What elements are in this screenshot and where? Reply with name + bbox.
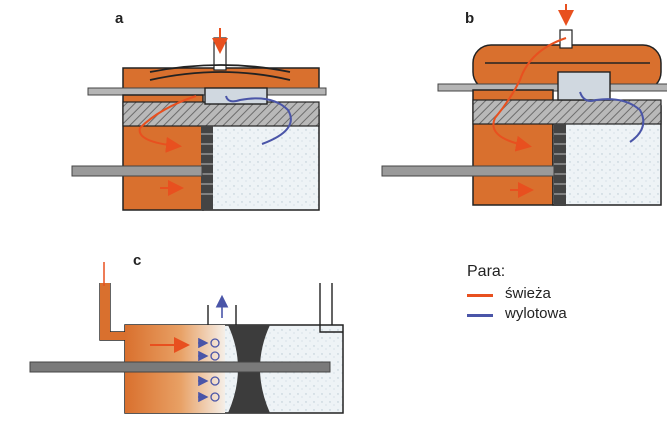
slide-valve-a (204, 87, 268, 105)
piston-rings-a (201, 133, 213, 195)
membrane-line-1-a (149, 64, 291, 73)
piston-rings-b (554, 133, 566, 195)
panel-label-b: b (465, 10, 475, 27)
right-pipe-c (319, 283, 343, 333)
piston-rod-a (71, 165, 203, 177)
cylinder-right-a (202, 109, 320, 211)
legend-label-fresh: świeża (505, 285, 551, 302)
legend-title: Para: (467, 263, 506, 280)
diagram-b (381, 4, 667, 206)
panel-label-a: a (115, 10, 124, 27)
piston-rod-b (381, 165, 555, 177)
port-block-b (472, 99, 662, 125)
port-holes-c (198, 337, 220, 403)
piston-rod-c (29, 361, 331, 373)
membrane-line-2-a (149, 71, 291, 81)
exhaust-steam-path-a (225, 95, 292, 145)
piston-a (201, 126, 213, 210)
inlet-pipe-c (100, 283, 110, 339)
fresh-steam-path-b (492, 37, 567, 152)
diagram-c (29, 262, 344, 414)
exhaust-steam-path-b (579, 91, 645, 143)
legend-swatch-fresh (467, 294, 493, 297)
legend-label-exhaust: wylotowa (505, 305, 567, 322)
fresh-steam-path-a (138, 95, 197, 153)
panel-label-c: c (133, 252, 142, 269)
diagram-a (71, 28, 327, 211)
slide-valve-b (557, 71, 611, 101)
legend-swatch-exhaust (467, 314, 493, 317)
